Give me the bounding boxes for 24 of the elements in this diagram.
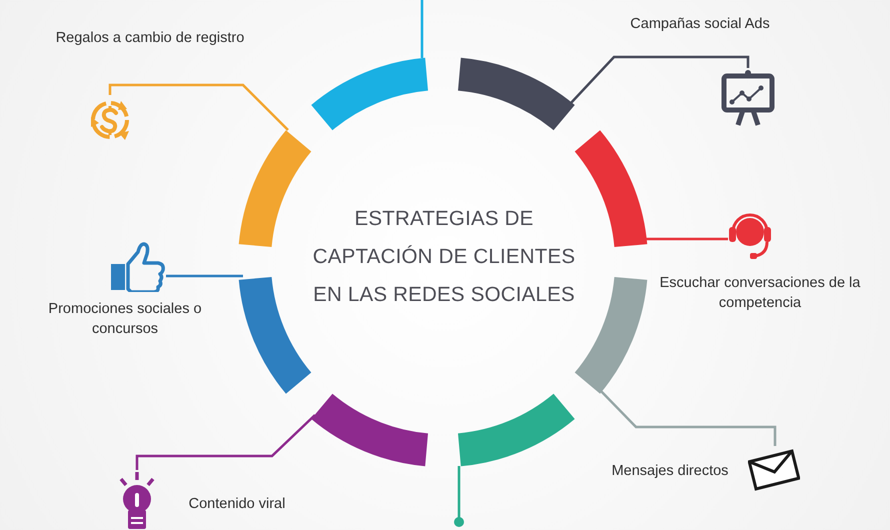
ring-segment	[238, 130, 312, 247]
ring-segment	[458, 58, 575, 130]
leader-line	[645, 238, 728, 240]
ring-segment	[238, 277, 312, 394]
leader-line	[569, 56, 750, 105]
ring-segment	[311, 394, 428, 466]
ring-segment	[311, 58, 428, 130]
strategy-label: Escuchar conversaciones de la competencia	[658, 274, 862, 313]
chart-easel-icon	[720, 68, 776, 126]
leader-line	[166, 274, 243, 278]
strategy-label: Campañas social Ads	[629, 15, 771, 34]
strategy-label: Contenido viral	[188, 495, 286, 514]
leader-line	[136, 414, 316, 470]
thumbs-up-icon	[110, 242, 166, 292]
strategy-label: Promociones sociales o concursos	[47, 300, 203, 339]
strategy-label: Regalos a cambio de registro	[55, 29, 245, 48]
ring-segment	[574, 130, 648, 247]
strategy-label: Mensajes directos	[610, 462, 730, 481]
ring-segment	[458, 394, 575, 466]
leader-line	[420, 0, 424, 58]
leader-line	[108, 84, 289, 131]
leader-line	[454, 466, 464, 527]
center-title: ESTRATEGIAS DE CAPTACIÓN DE CLIENTES EN LAS REDES SOCIALES	[312, 206, 576, 308]
ring-segment	[574, 277, 648, 394]
